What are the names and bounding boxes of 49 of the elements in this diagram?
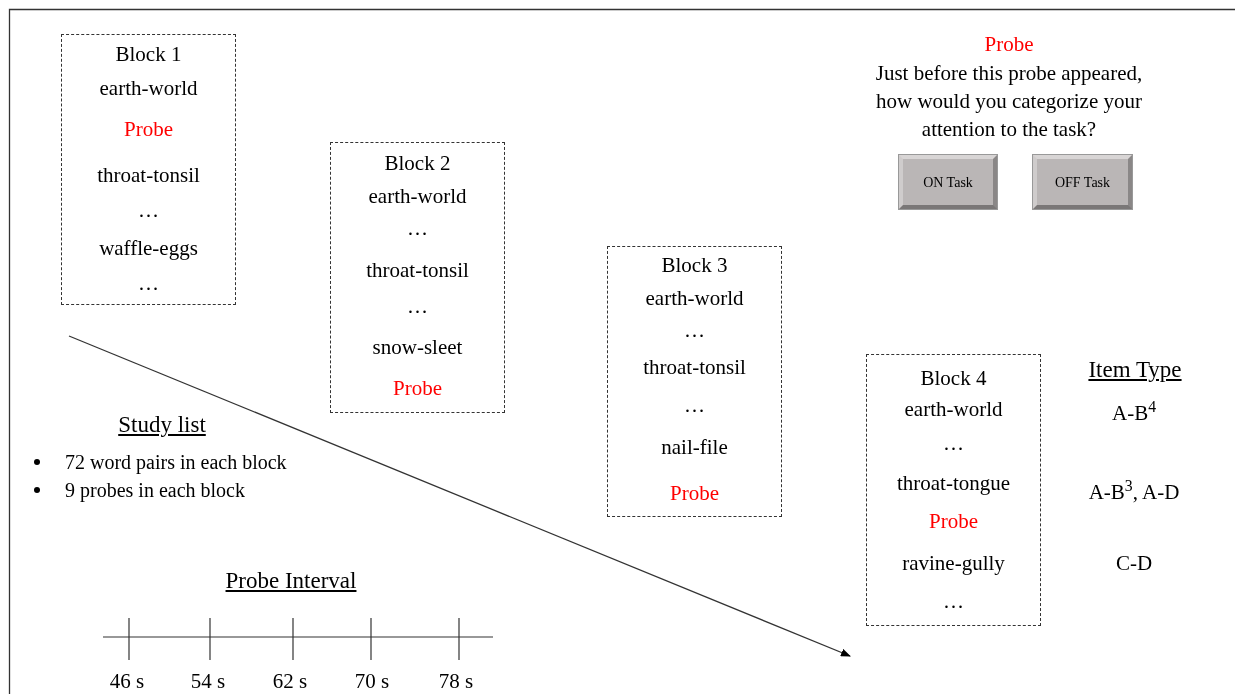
list-item: ravine-gully [901,550,1006,576]
block-box [330,142,505,413]
item-type: A-B$^{3}$, A-D [1087,478,1181,506]
item-type: C-D [1114,550,1154,577]
list-item: earth-world [644,285,745,311]
list-item: throat-tonsil [96,162,201,188]
block-title: Block 1 [114,41,183,67]
block-title: Block 3 [660,252,729,278]
tick-label: 70 s [353,669,391,694]
bullet-item: 9 probes in each block [65,478,245,504]
tick-label: 54 s [189,669,227,694]
section-heading: Study list [117,411,207,439]
list-item: … [683,317,706,343]
list-item: throat-tonsil [365,257,470,283]
list-item: waffle-eggs [98,235,199,261]
list-item: earth-world [98,75,199,101]
response-button: OFF Task [1033,155,1132,209]
tick-label: 46 s [108,669,146,694]
block-title: Block 2 [383,150,452,176]
probe-marker: Probe [928,508,979,534]
list-item: … [406,215,429,241]
probe-heading: Probe [983,31,1035,57]
list-item: … [683,392,706,418]
list-item: … [137,197,160,223]
probe-marker: Probe [669,480,720,506]
list-item: … [137,270,160,296]
tick-label: 62 s [271,669,309,694]
response-button: ON Task [899,155,997,209]
block-box [61,34,236,305]
section-heading: Probe Interval [224,567,358,595]
block-box [866,354,1041,626]
column-heading: Item Type [1087,356,1183,384]
probe-marker: Probe [123,116,174,142]
list-item: earth-world [367,183,468,209]
list-item: … [406,293,429,319]
probe-marker: Probe [392,375,443,401]
list-item: snow-sleet [371,334,464,360]
list-item: … [942,588,965,614]
block-title: Block 4 [919,365,988,391]
list-item: throat-tonsil [642,354,747,380]
list-item: … [942,430,965,456]
block-box [607,246,782,517]
list-item: nail-file [660,434,729,460]
tick-label: 78 s [437,669,475,694]
item-type: A-B$^{4}$ [1110,399,1157,427]
bullet-item: 72 word pairs in each block [65,450,287,476]
list-item: earth-world [903,396,1004,422]
list-item: throat-tongue [895,470,1012,496]
probe-question: Just before this probe appeared, how would you categorize your attention to the task? [874,60,1144,143]
